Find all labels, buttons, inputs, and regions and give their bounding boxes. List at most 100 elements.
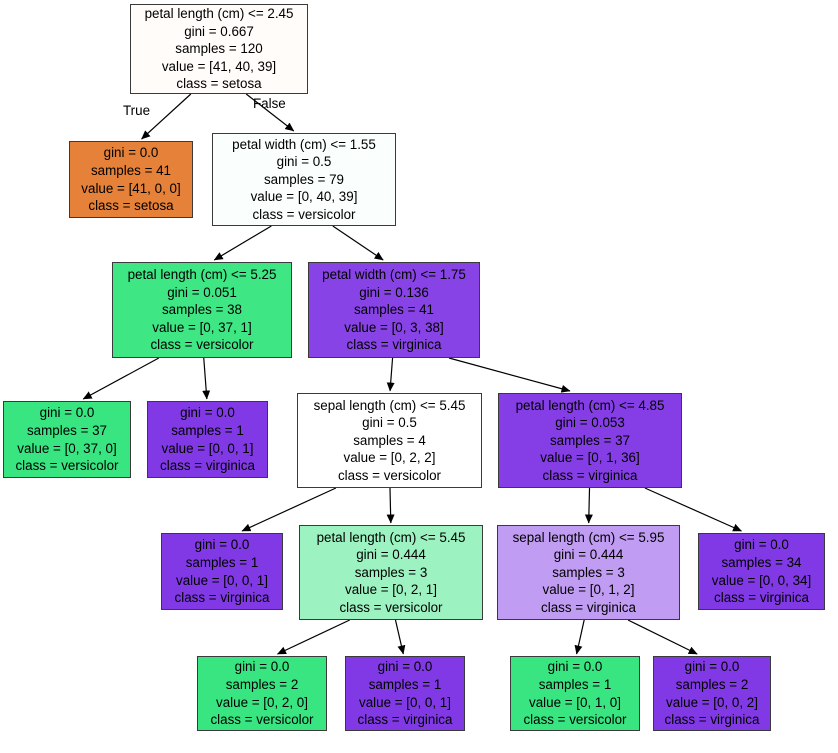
tree-edge-2-3 [213, 225, 272, 261]
node-text-line: gini = 0.0 [180, 405, 235, 421]
node-text-line: samples = 1 [538, 676, 612, 692]
node-text-line: value = [0, 1, 36] [540, 450, 640, 466]
node-text-line: petal width (cm) <= 1.55 [232, 136, 376, 152]
node-text-line: samples = 4 [353, 432, 426, 448]
node-text-line: class = virginica [346, 337, 442, 353]
node-text-line: class = virginica [714, 590, 809, 606]
node-text-line: samples = 41 [353, 302, 435, 318]
node-text-line: gini = 0.0 [234, 659, 290, 675]
node-text-line: value = [0, 0, 1] [176, 572, 268, 588]
node-text-line: petal length (cm) <= 5.45 [316, 529, 466, 545]
node-text-line: gini = 0.0 [377, 659, 433, 675]
node-text-line: samples = 1 [185, 554, 259, 570]
node-text-line: gini = 0.0 [547, 659, 603, 675]
node-text-line: gini = 0.0 [103, 145, 159, 161]
node-text-line: value = [0, 1, 0] [529, 694, 621, 710]
node-text-line: gini = 0.5 [362, 415, 417, 431]
edge-label-true: True [123, 103, 151, 118]
node-text-line: class = virginica [160, 458, 255, 474]
tree-edge-10-14 [394, 619, 406, 655]
node-text-line: gini = 0.444 [553, 547, 624, 563]
node-text-line: samples = 1 [368, 676, 442, 692]
node-text-line: gini = 0.051 [167, 284, 237, 300]
node-text-line: class = setosa [176, 76, 262, 92]
node-text-line: gini = 0.136 [359, 284, 429, 300]
node-text-line: samples = 2 [225, 676, 299, 692]
node-text-line: samples = 37 [549, 432, 631, 448]
node-text-line: gini = 0.0 [734, 537, 789, 553]
node-text-line: value = [0, 2, 2] [343, 450, 436, 466]
node-text-line: class = virginica [357, 712, 453, 728]
node-text-line: samples = 37 [26, 422, 108, 438]
node-text-line: value = [0, 0, 1] [359, 694, 451, 710]
node-text-line: class = virginica [664, 712, 760, 728]
node-text-line: value = [0, 37, 1] [152, 319, 252, 335]
tree-edge-3-5 [82, 357, 160, 400]
node-text-line: samples = 3 [552, 564, 625, 580]
node-text-line: class = versicolor [337, 467, 442, 483]
node-text-line: samples = 1 [171, 422, 244, 438]
tree-edge-3-6 [202, 357, 211, 400]
node-text-line: petal length (cm) <= 4.85 [515, 397, 665, 413]
node-text-line: class = virginica [174, 590, 270, 606]
node-text-line: class = versicolor [15, 458, 119, 474]
node-text-line: samples = 3 [354, 564, 428, 580]
node-text-line: petal length (cm) <= 2.45 [144, 6, 294, 22]
node-text-line: value = [0, 3, 38] [344, 319, 444, 335]
node-text-line: gini = 0.0 [39, 405, 95, 421]
node-text-line: sepal length (cm) <= 5.95 [512, 529, 665, 545]
node-text-line: class = versicolor [523, 712, 627, 728]
tree-edge-4-7 [386, 357, 395, 392]
node-text-line: value = [0, 2, 0] [216, 694, 308, 710]
node-text-line: samples = 79 [263, 171, 345, 187]
node-text-line: class = versicolor [150, 337, 254, 353]
node-text-line: samples = 41 [90, 162, 172, 178]
node-text-line: samples = 120 [175, 41, 263, 57]
node-text-line: value = [0, 0, 34] [711, 572, 812, 588]
node-text-line: petal length (cm) <= 5.25 [127, 267, 277, 283]
node-text-line: class = versicolor [339, 599, 443, 615]
node-text-line: sepal length (cm) <= 5.45 [313, 397, 466, 413]
tree-edge-10-13 [277, 619, 350, 655]
node-text-line: value = [0, 40, 39] [250, 189, 358, 205]
node-text-line: class = virginica [542, 467, 638, 483]
node-text-line: gini = 0.0 [194, 537, 250, 553]
node-text-line: gini = 0.0 [684, 659, 740, 675]
node-text-line: samples = 38 [161, 302, 243, 318]
node-text-line: value = [41, 0, 0] [81, 180, 181, 196]
node-text-line: value = [0, 0, 1] [161, 440, 254, 456]
node-text-line: class = versicolor [252, 206, 356, 222]
tree-edge-2-4 [332, 225, 384, 261]
node-text-line: samples = 2 [675, 676, 749, 692]
node-text-line: gini = 0.053 [555, 415, 625, 431]
tree-edge-4-8 [448, 357, 571, 393]
node-text-line: gini = 0.5 [276, 154, 332, 170]
node-text-line: value = [0, 0, 2] [666, 694, 758, 710]
node-text-line: class = virginica [541, 599, 636, 615]
tree-edge-11-15 [574, 619, 585, 655]
node-text-line: gini = 0.667 [184, 23, 254, 39]
node-text-line: gini = 0.444 [356, 547, 426, 563]
node-text-line: samples = 34 [721, 554, 802, 570]
node-text-line: value = [0, 37, 0] [17, 440, 117, 456]
node-text-line: value = [41, 40, 39] [161, 58, 277, 74]
node-text-line: petal width (cm) <= 1.75 [322, 267, 466, 283]
tree-edge-11-16 [627, 619, 698, 655]
node-text-line: class = setosa [88, 198, 174, 214]
node-text-line: class = versicolor [210, 712, 314, 728]
